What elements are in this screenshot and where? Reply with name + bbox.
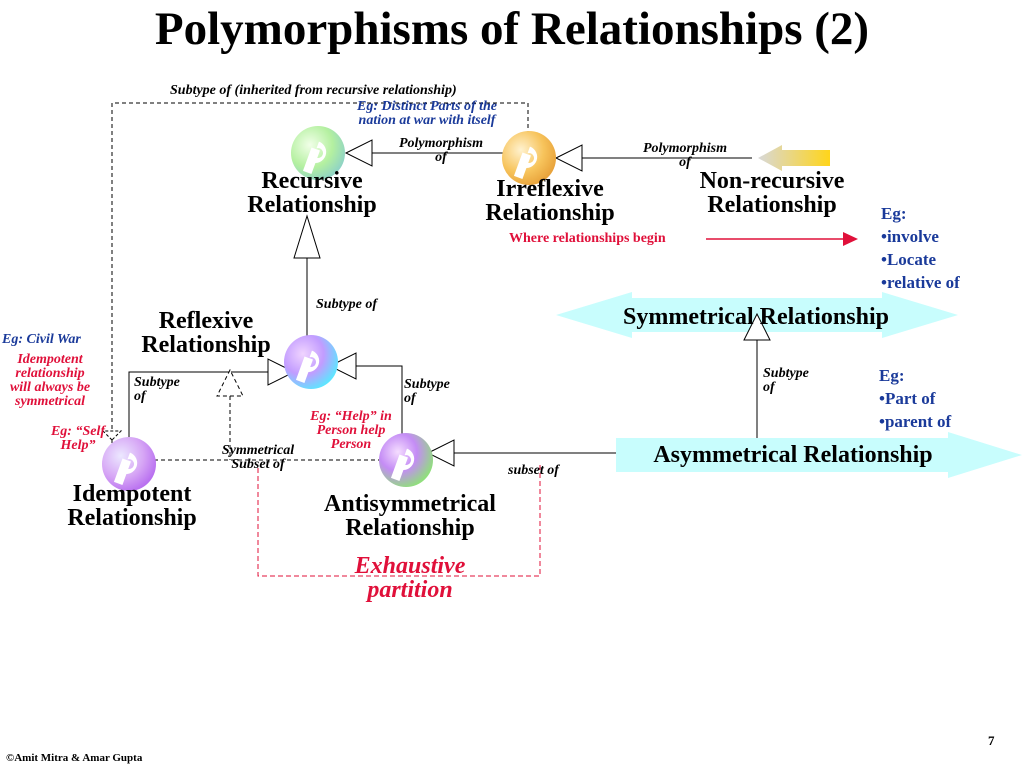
polymorphism-word: Polymorphism [642,141,727,156]
arrowhead-icon [554,144,583,172]
self-help-line-1: Eg: “Self [50,424,106,439]
example-item: •involve [881,227,939,246]
eg-distinct-parts-line-1: Eg: Distinct Parts of the [356,99,497,114]
non-recursive-line-1: Non-recursive [699,168,845,194]
reflexive-orb-icon [284,335,338,389]
arrowhead-icon [344,139,373,167]
symmetrical-word: Symmetrical [221,443,295,458]
symmetrical-subset-label: Symmetrical Subset of [206,444,310,472]
recursive-line-1: Recursive [261,168,363,194]
help-person-line-1: Eg: “Help” in [310,409,392,424]
arrowhead-icon [328,352,357,380]
note-line-3: will always be [9,380,91,395]
of-word: of [435,150,447,165]
irreflexive-line-2: Relationship [485,200,615,226]
idempotent-symmetrical-note: Idempotent relationship will always be s… [0,353,100,409]
subtype-of-right-label: Subtype of [763,367,809,395]
eg-self-help-label: Eg: “Self Help” [38,425,118,453]
non-recursive-examples: Eg: •involve •Locate •relative of [881,202,960,294]
symmetrical-relationship-label: Symmetrical Relationship [623,304,889,330]
copyright-footer: ©Amit Mitra & Amar Gupta [6,752,143,764]
irreflexive-relationship-label: Irreflexive Relationship [450,177,650,225]
note-line-1: Idempotent [17,352,83,367]
eg-help-person-label: Eg: “Help” in Person help Person [296,410,406,452]
antisymmetrical-orb-icon [379,433,433,487]
idempotent-orb-icon [102,437,156,491]
arrowhead-icon [267,358,296,386]
reflexive-relationship-label: Reflexive Relationship [106,309,306,357]
subset-of-label: subset of [508,463,559,478]
recursive-line-2: Relationship [247,192,377,218]
partition-word: partition [367,577,453,603]
example-item: •relative of [881,273,960,292]
polymorphism-word: Polymorphism [398,136,483,151]
where-relationships-begin-label: Where relationships begin [509,231,666,246]
example-item: •parent of [879,412,952,431]
non-recursive-relationship-label: Non-recursive Relationship [672,169,872,217]
subtype-of-left-label: Subtype of [134,376,180,404]
eg-civil-war-label: Eg: Civil War [2,332,81,347]
source-arrow-icon [758,145,830,171]
polymorphism-of-label-1: Polymorphism of [386,137,496,165]
eg-distinct-parts-line-2: nation at war with itself [358,113,496,128]
help-person-line-3: Person [330,437,372,452]
arrowhead-icon [101,430,123,441]
self-help-line-2: Help” [60,438,96,453]
of-word: of [679,155,691,170]
help-person-line-2: Person help [316,423,386,438]
example-item: •Part of [879,389,936,408]
example-heading: Eg: [881,204,907,223]
arrowhead-icon [293,214,321,259]
subtype-word: Subtype [763,366,809,381]
idempotent-to-reflexive-line [128,371,268,440]
antisymmetrical-relationship-label: Antisymmetrical Relationship [290,492,530,540]
exhaustive-partition-label: Exhaustive partition [310,554,510,602]
antisymmetrical-to-reflexive-line [356,365,403,436]
idempotent-line-2: Relationship [67,505,197,531]
arrowhead-icon [216,368,244,397]
subset-of-words: Subset of [231,457,285,472]
antisymmetrical-line-1: Antisymmetrical [324,491,496,517]
recursive-relationship-label: Recursive Relationship [212,169,412,217]
idempotent-line-1: Idempotent [72,481,192,507]
page-number: 7 [988,733,995,748]
page-title: Polymorphisms of Relationships (2) [154,3,870,55]
non-recursive-line-2: Relationship [707,192,837,218]
arrowhead-icon [426,439,455,467]
subtype-word: Subtype [134,375,180,390]
subtype-of-mid-label: Subtype of [404,378,450,406]
of-word: of [404,391,416,406]
subtype-word: Subtype [404,377,450,392]
polymorphism-of-label-2: Polymorphism of [630,142,740,170]
asymmetrical-relationship-label: Asymmetrical Relationship [653,442,933,468]
inherited-subtype-dashed-line [111,102,529,450]
subtype-of-center-label: Subtype of [316,297,378,312]
recursive-orb-icon [291,126,345,180]
arrowhead-icon [743,312,771,341]
eg-distinct-parts-label: Eg: Distinct Parts of the nation at war … [322,100,532,128]
asymmetrical-examples: Eg: •Part of •parent of [879,364,951,433]
example-heading: Eg: [879,366,905,385]
idempotent-relationship-label: Idempotent Relationship [32,482,232,530]
antisymmetrical-line-2: Relationship [345,515,475,541]
irreflexive-orb-icon [502,131,556,185]
reflexive-line-1: Reflexive [158,308,254,334]
of-word: of [763,380,775,395]
asymmetrical-arrow-shape [616,432,1022,478]
note-line-2: relationship [15,366,85,381]
where-begin-arrowhead-icon [843,232,858,246]
of-word: of [134,389,146,404]
example-item: •Locate [881,250,937,269]
reflexive-line-2: Relationship [141,332,271,358]
exhaustive-partition-box [257,462,541,577]
irreflexive-line-1: Irreflexive [496,176,604,202]
note-line-4: symmetrical [15,394,85,409]
subtype-inherited-label: Subtype of (inherited from recursive rel… [170,83,457,98]
exhaustive-word: Exhaustive [354,553,466,579]
